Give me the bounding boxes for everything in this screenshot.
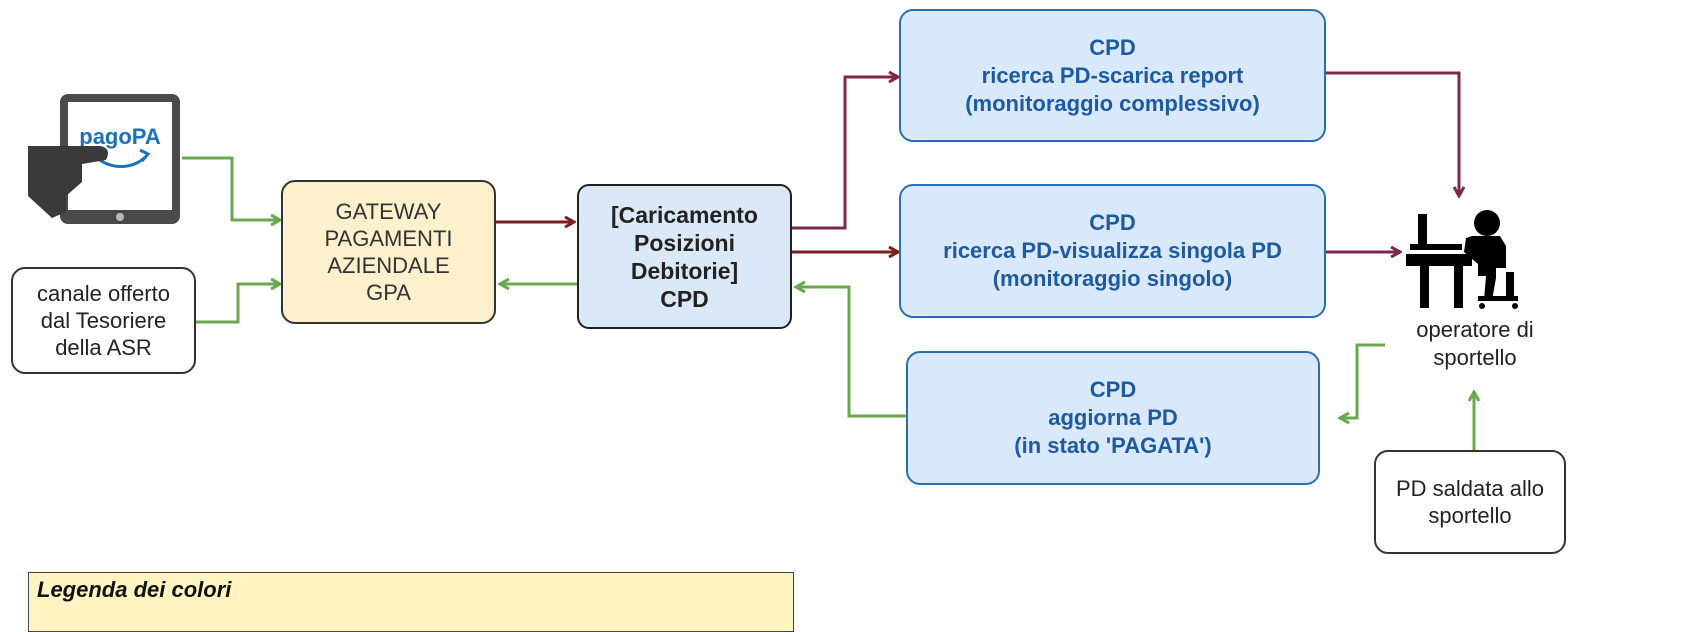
cpd-update-box: CPD aggiorna PD (in stato 'PAGATA') <box>906 351 1320 485</box>
pd-saldata-line-2: sportello <box>1428 503 1512 528</box>
arrow-cpd-to-report <box>792 77 898 230</box>
canale-line-1: canale offerto <box>37 281 170 306</box>
legend-note: Legenda dei colori <box>28 572 794 632</box>
pagopa-tablet-icon: pagoPA <box>28 94 180 224</box>
arrow-update-to-cpd <box>796 287 906 418</box>
gpa-line-4: GPA <box>366 280 411 305</box>
arrow-operator-to-update <box>1340 343 1385 418</box>
cpd-main-line-4: CPD <box>660 285 709 312</box>
legend-title: Legenda dei colori <box>37 577 232 602</box>
arrow-canale-to-gpa <box>196 284 280 324</box>
arrow-report-to-operator <box>1326 71 1459 196</box>
arrow-pagopa-to-gpa <box>182 156 280 220</box>
cpd-caricamento-box: [Caricamento Posizioni Debitorie] CPD <box>577 184 792 329</box>
cpd-main-line-1: [Caricamento <box>611 201 758 228</box>
cpd-report-line-2: ricerca PD-scarica report <box>981 62 1244 88</box>
operator-desk-icon <box>1406 210 1518 309</box>
cpd-main-line-3: Debitorie] <box>630 257 739 284</box>
cpd-report-box: CPD ricerca PD-scarica report (monitorag… <box>899 9 1326 142</box>
gpa-gateway-box: GATEWAY PAGAMENTI AZIENDALE GPA <box>281 180 496 324</box>
cpd-single-line-1: CPD <box>1089 210 1136 235</box>
connectors-layer: pagoPA <box>28 0 1518 450</box>
pd-saldata-box: PD saldata allo sportello <box>1374 450 1566 554</box>
cpd-report-line-1: CPD <box>1089 34 1136 60</box>
cpd-update-line-3: (in stato 'PAGATA') <box>1014 433 1212 458</box>
cpd-update-line-2: aggiorna PD <box>1048 405 1178 430</box>
cpd-update-line-1: CPD <box>1089 377 1137 402</box>
operator-label: operatore di sportello <box>1395 316 1555 372</box>
cpd-single-box: CPD ricerca PD-visualizza singola PD (mo… <box>899 184 1326 318</box>
operator-label-line-2: sportello <box>1433 345 1517 370</box>
cpd-report-line-3: (monitoraggio complessivo) <box>965 90 1260 116</box>
canale-tesoriere-box: canale offerto dal Tesoriere della ASR <box>11 267 196 374</box>
gpa-line-1: GATEWAY <box>335 199 442 224</box>
pd-saldata-line-1: PD saldata allo <box>1396 476 1544 501</box>
cpd-single-line-3: (monitoraggio singolo) <box>992 266 1233 291</box>
canale-line-2: dal Tesoriere <box>40 308 167 333</box>
operator-label-line-1: operatore di <box>1416 317 1534 342</box>
pagopa-logo-text: pagoPA <box>79 124 161 149</box>
flow-diagram: pagoPA canale offerto dal Tesoriere dell… <box>11 0 1566 632</box>
cpd-main-line-2: Posizioni <box>634 229 735 256</box>
gpa-line-2: PAGAMENTI <box>324 226 453 251</box>
cpd-single-line-2: ricerca PD-visualizza singola PD <box>943 238 1282 263</box>
canale-line-3: della ASR <box>55 335 152 360</box>
gpa-line-3: AZIENDALE <box>327 253 450 278</box>
